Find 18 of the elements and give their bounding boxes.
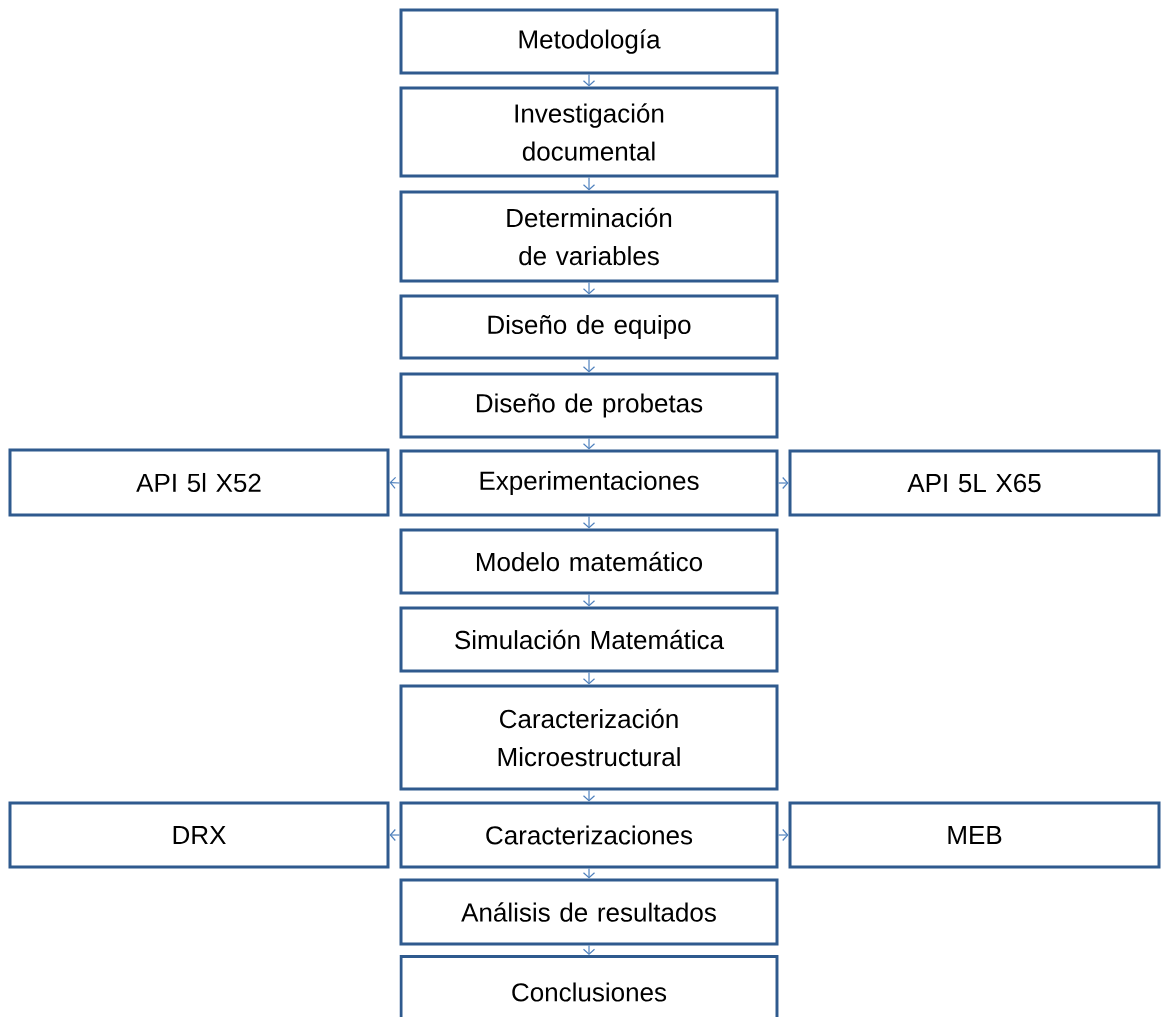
process-box: Diseño de equipo bbox=[399, 294, 779, 360]
process-box: Simulación Matemática bbox=[399, 606, 779, 673]
arrow bbox=[582, 358, 596, 373]
process-box: Caracterización Microestructural bbox=[399, 684, 779, 791]
process-box: Análisis de resultados bbox=[399, 878, 779, 946]
process-box: Investigación documental bbox=[399, 86, 779, 178]
process-box: Modelo matemático bbox=[399, 528, 779, 595]
process-box: Experimentaciones bbox=[399, 449, 779, 517]
process-box: DRX bbox=[8, 801, 390, 869]
arrow bbox=[582, 176, 596, 191]
process-box: API 5L X65 bbox=[788, 449, 1161, 517]
process-box: MEB bbox=[788, 801, 1161, 869]
process-box: Caracterizaciones bbox=[399, 801, 779, 869]
process-box: Conclusiones bbox=[399, 955, 779, 1017]
process-box: Determinación de variables bbox=[399, 190, 779, 283]
process-box: API 5l X52 bbox=[8, 448, 390, 517]
process-box: Diseño de probetas bbox=[399, 372, 779, 439]
process-box: Metodología bbox=[399, 8, 779, 75]
